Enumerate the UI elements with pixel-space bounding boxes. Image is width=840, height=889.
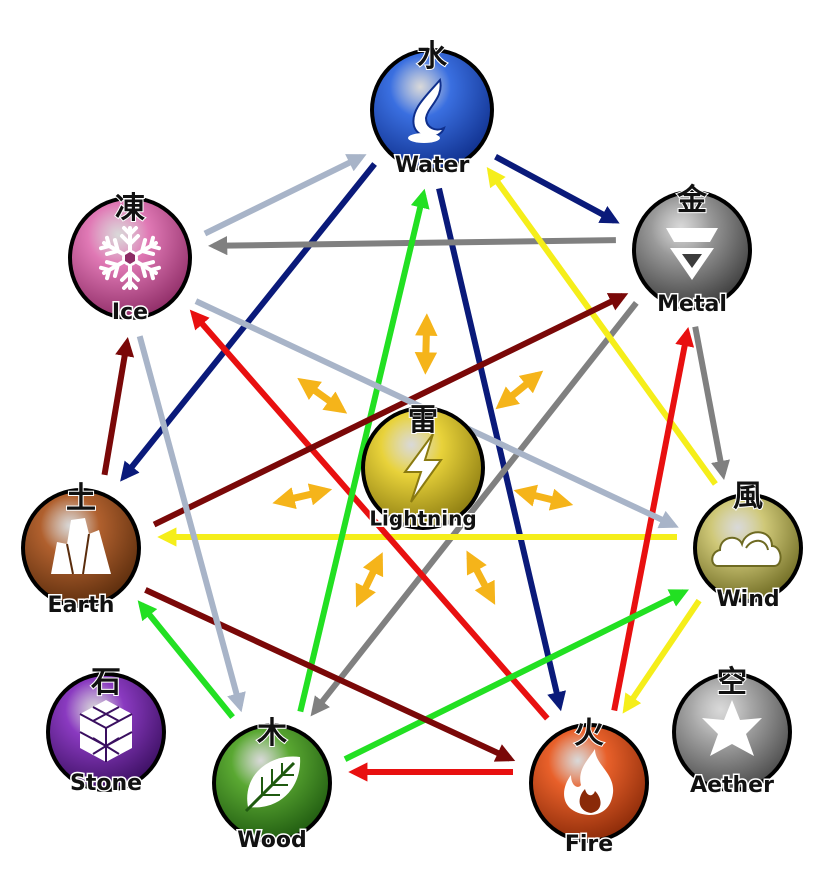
- element-stone: 石 Stone: [46, 664, 166, 798]
- arrow-wood-to-earth: [137, 600, 235, 719]
- arrow-earth-to-fire: [144, 587, 516, 762]
- element-earth-label: Earth: [48, 593, 115, 618]
- element-earth: 土 Earth: [21, 480, 141, 620]
- element-metal-label: Metal: [657, 292, 727, 317]
- element-ice-kanji: 凍: [115, 191, 145, 226]
- link-lightning-wind: [513, 484, 574, 511]
- link-lightning-earth: [272, 483, 333, 510]
- leaf-icon: [244, 756, 301, 813]
- element-earth-kanji: 土: [66, 481, 96, 516]
- element-water-label: Water: [395, 153, 470, 178]
- star-icon: [702, 700, 762, 756]
- arrow-ice-to-wood: [136, 335, 246, 713]
- arrow-water-to-metal: [494, 154, 620, 224]
- link-lightning-ice: [297, 377, 348, 414]
- arrow-earth-to-metal: [152, 293, 629, 528]
- element-aether-kanji: 空: [717, 665, 747, 700]
- element-wood-kanji: 木: [256, 716, 287, 751]
- element-wind-kanji: 風: [733, 479, 763, 514]
- element-wood-label: Wood: [237, 828, 306, 853]
- element-aether: 空 Aether: [672, 664, 792, 800]
- arrow-fire-to-metal: [611, 326, 695, 712]
- link-lightning-metal: [495, 370, 544, 410]
- arrow-wind-to-fire: [622, 598, 702, 714]
- element-stone-label: Stone: [70, 771, 142, 796]
- arrow-wood-to-wind: [343, 589, 689, 762]
- element-aether-label: Aether: [690, 773, 774, 798]
- element-stone-kanji: 石: [90, 665, 121, 700]
- element-fire-label: Fire: [565, 832, 613, 857]
- element-fire-kanji: 火: [574, 716, 604, 751]
- element-fire: 火 Fire: [529, 715, 649, 859]
- arrow-ice-to-water: [203, 154, 367, 237]
- element-wind-label: Wind: [716, 587, 779, 612]
- rock-icon: [51, 518, 111, 575]
- lightning-bolt-icon: [403, 433, 443, 503]
- element-lightning-kanji: 雷: [408, 403, 438, 438]
- arrow-wind-to-water: [486, 167, 718, 486]
- arrow-earth-to-ice: [101, 337, 135, 476]
- arrow-fire-to-ice: [189, 309, 550, 721]
- arrow-metal-to-wood: [310, 301, 639, 717]
- arrow-metal-to-wind: [692, 326, 730, 481]
- element-water-orb: [374, 52, 490, 168]
- gem-icon: [79, 700, 133, 762]
- metal-emblem-icon: [666, 228, 718, 280]
- arrow-water-to-fire: [436, 187, 566, 712]
- snowflake-icon: [99, 226, 161, 290]
- arrow-metal-to-ice: [208, 236, 616, 256]
- element-water-kanji: 水: [417, 39, 448, 74]
- flame-icon: [564, 749, 614, 815]
- element-metal: 金 Metal: [632, 182, 752, 319]
- element-lightning-label: Lightning: [369, 507, 476, 531]
- element-metal-kanji: 金: [676, 183, 708, 218]
- link-lightning-fire: [466, 550, 496, 605]
- element-lightning: 雷 Lightning: [361, 402, 485, 532]
- element-water: 水 Water: [370, 38, 494, 180]
- element-ice: 凍 Ice: [68, 190, 192, 327]
- link-lightning-water: [414, 313, 438, 375]
- arrow-wood-to-water: [297, 188, 430, 713]
- link-lightning-wood: [355, 552, 384, 608]
- element-wood: 木 Wood: [212, 715, 332, 855]
- element-wind: 風 Wind: [693, 478, 803, 614]
- element-ice-label: Ice: [112, 300, 148, 325]
- cloud-icon: [711, 531, 782, 567]
- water-drop-icon: [408, 77, 446, 143]
